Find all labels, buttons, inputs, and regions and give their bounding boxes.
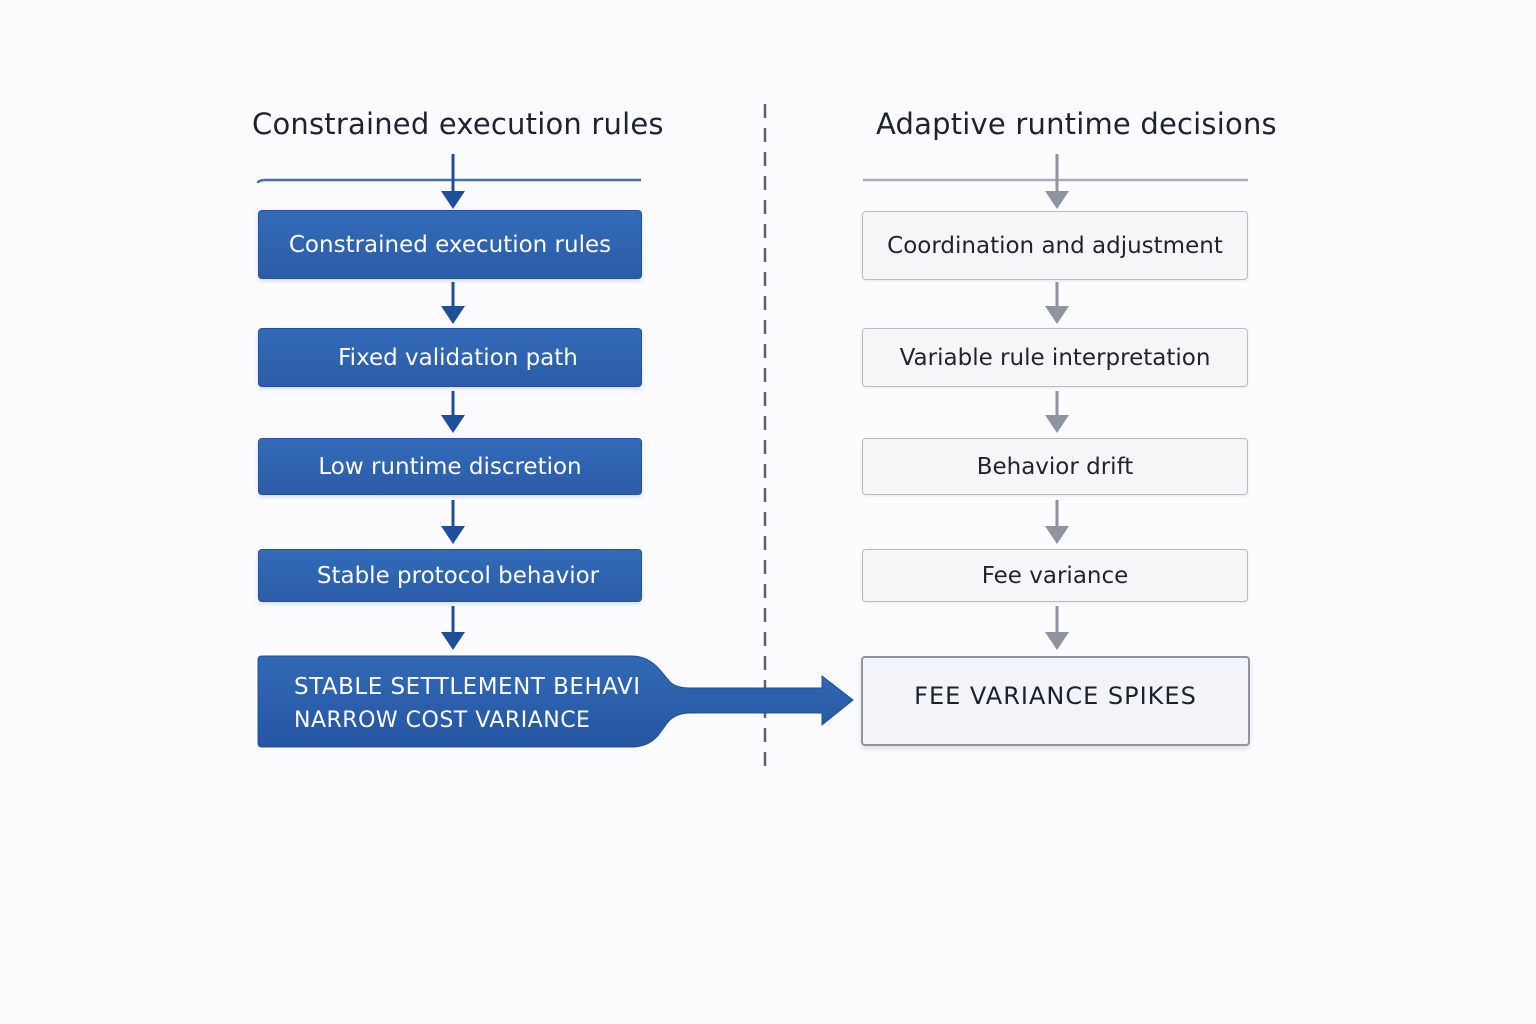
left-step-label: Stable protocol behavior — [316, 562, 600, 589]
right-arrow-3 — [1045, 391, 1069, 433]
left-arrows — [441, 154, 465, 650]
left-step-stable-protocol-behavior: Stable protocol behavior — [258, 549, 642, 602]
right-step-label: Coordination and adjustment — [887, 232, 1223, 259]
right-outcome-box: FEE VARIANCE SPIKES — [861, 656, 1250, 746]
left-step-label: Low runtime discretion — [318, 453, 582, 480]
right-column-title: Adaptive runtime decisions — [876, 107, 1277, 141]
right-arrow-1 — [1045, 154, 1069, 209]
right-step-behavior-drift: Behavior drift — [862, 438, 1248, 495]
left-arrow-5 — [441, 606, 465, 650]
right-arrow-2 — [1045, 282, 1069, 324]
left-step-label: Fixed validation path — [338, 344, 578, 371]
left-outcome-shape — [257, 655, 854, 748]
right-arrow-5 — [1045, 606, 1069, 650]
right-step-label: Variable rule interpretation — [899, 344, 1211, 371]
left-step-low-runtime-discretion: Low runtime discretion — [258, 438, 642, 495]
left-header-rule — [256, 178, 641, 184]
left-step-fixed-validation-path: Fixed validation path — [258, 328, 642, 387]
left-arrow-2 — [441, 282, 465, 324]
left-outcome-line-1: STABLE SETTLEMENT BEHAVI — [294, 674, 641, 700]
left-arrow-3 — [441, 391, 465, 433]
right-step-variable-rule-interpretation: Variable rule interpretation — [862, 328, 1248, 387]
right-step-label: Behavior drift — [976, 453, 1134, 480]
right-step-fee-variance: Fee variance — [862, 549, 1248, 602]
left-column-title: Constrained execution rules — [252, 107, 664, 141]
right-arrows — [1045, 154, 1069, 650]
left-outcome-line-2: NARROW COST VARIANCE — [294, 708, 591, 733]
left-step-constrained-execution-rules: Constrained execution rules — [258, 210, 642, 279]
right-arrow-4 — [1045, 500, 1069, 544]
right-step-label: Fee variance — [981, 562, 1129, 589]
left-arrow-4 — [441, 500, 465, 544]
right-outcome-label: FEE VARIANCE SPIKES — [914, 682, 1197, 710]
right-step-coordination-and-adjustment: Coordination and adjustment — [862, 211, 1248, 280]
left-arrow-1 — [441, 154, 465, 209]
left-step-label: Constrained execution rules — [288, 231, 612, 258]
